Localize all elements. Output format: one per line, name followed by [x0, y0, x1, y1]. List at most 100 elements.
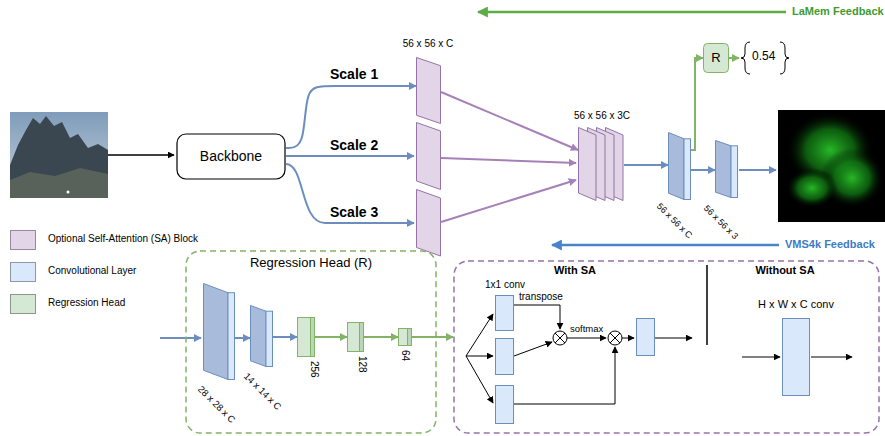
layer-label: 14 x 14 x C — [241, 371, 283, 413]
multiply-symbol — [608, 331, 622, 345]
conv-layer-outline — [204, 284, 229, 380]
feature-map-outline — [416, 57, 441, 124]
flow-arrow — [622, 338, 634, 339]
dense-layer-outline — [347, 322, 364, 352]
multiply-symbol — [555, 333, 565, 343]
backbone-box: Backbone — [176, 133, 286, 180]
layer-label: Without SA — [755, 264, 814, 277]
saliency-ground — [778, 110, 885, 222]
score-value: 0.54 — [752, 50, 775, 64]
saliency-blob — [786, 168, 838, 208]
multiply-symbol — [553, 331, 567, 345]
backbone-box-outline — [177, 134, 285, 179]
scale-arrow — [286, 155, 414, 157]
dense-layer-outline — [298, 318, 315, 357]
conv-layer-outline — [228, 293, 235, 380]
conv-layer-outline — [669, 133, 685, 200]
saliency-map — [778, 110, 885, 222]
feature-map-outline — [417, 58, 441, 124]
layer-label: With SA — [554, 264, 596, 277]
conv-box-outline — [495, 295, 514, 331]
feature-map — [417, 190, 441, 257]
legend-swatch — [10, 230, 36, 250]
flow-arrow — [811, 357, 852, 358]
attention-panel-outline — [454, 261, 879, 433]
layer-label: 56 x 56 x 3C — [574, 110, 630, 122]
legend-row: Convolutional Layer — [10, 262, 250, 282]
legend-text: Optional Self-Attention (SA) Block — [48, 233, 198, 245]
operation-label: softmax — [570, 324, 603, 335]
layer-label: 56 x 56 x C — [655, 201, 695, 241]
layer-label: 256 — [309, 361, 321, 378]
scale-label: Scale 3 — [330, 204, 378, 220]
layer-label: 128 — [357, 356, 369, 373]
dense-layer: 256 — [297, 317, 315, 357]
connector-arrow — [412, 336, 453, 338]
connector-arrow — [624, 164, 668, 166]
legend-text: Regression Head — [48, 297, 125, 309]
flow-arrow — [514, 347, 615, 404]
multiply-symbol — [608, 331, 622, 345]
feature-map — [417, 123, 441, 190]
score-arrow — [729, 57, 739, 59]
brace — [741, 42, 750, 74]
conv-layer-outline — [716, 141, 732, 198]
layer-label: 1x1 conv — [485, 279, 525, 291]
box-label: Backbone — [200, 148, 262, 164]
connector-arrow — [691, 169, 715, 171]
legend-swatch — [10, 262, 36, 282]
conv-layer: 56 x 56 x C — [668, 132, 691, 200]
edge-label: Scale 1 — [330, 66, 378, 82]
legend-row: Optional Self-Attention (SA) Block — [10, 230, 250, 250]
feedback-arrow — [552, 244, 779, 247]
output-arrow — [739, 169, 776, 171]
input-photo — [10, 112, 108, 198]
concat-feature-map-outline — [578, 127, 624, 201]
fork-arrow — [466, 356, 493, 357]
legend-text: Convolutional Layer — [48, 265, 136, 277]
conv-box-outline — [496, 296, 514, 331]
regression-head-box: R — [703, 43, 729, 73]
attention-internals — [466, 265, 852, 424]
divider-line — [706, 265, 708, 345]
transpose-arrow — [514, 305, 560, 329]
conv-box-outline — [782, 318, 810, 396]
conv-layer-outline — [203, 283, 235, 380]
layer-label: H x W x C conv — [758, 298, 834, 311]
conv-box-outline — [783, 319, 810, 396]
feedback-arrow — [478, 11, 786, 14]
dense-layer-outline — [297, 317, 315, 357]
dense-layer-outline — [311, 318, 315, 357]
layer-label: 56 x 56 x 3 — [702, 203, 740, 241]
scale-label: Scale 2 — [330, 137, 378, 153]
conv-box: 1x1 conv — [495, 295, 514, 331]
photo-sky — [10, 112, 108, 198]
connector-arrow — [441, 92, 578, 150]
conv-layer-outline — [250, 305, 273, 367]
connector-arrow — [235, 337, 250, 339]
conv-layer-outline — [668, 132, 691, 200]
multiply-symbol — [610, 333, 620, 343]
conv-box: H x W x C conv — [782, 318, 810, 396]
feedback-label: LaMem Feedback — [792, 5, 884, 18]
flow-arrow — [655, 338, 692, 339]
connector-arrow — [273, 336, 297, 338]
layer-label: 28 x 28 x C — [195, 384, 237, 426]
connector-arrow — [691, 58, 703, 150]
conv-layer-outline — [731, 146, 738, 198]
conv-layer: 28 x 28 x C — [203, 283, 235, 380]
dense-layer-outline — [398, 328, 412, 346]
attention-panel: With SA Without SA 1x1 conv H x W x C conv — [453, 260, 880, 434]
dense-layer: 64 — [398, 328, 412, 346]
flow-arrow — [514, 342, 552, 356]
regression-head-box-outline — [704, 44, 729, 73]
layer-label: 56 x 56 x C — [403, 38, 454, 50]
dense-layer-outline — [360, 323, 364, 352]
connector-arrow — [315, 336, 347, 338]
conv-layer-outline — [266, 311, 273, 366]
